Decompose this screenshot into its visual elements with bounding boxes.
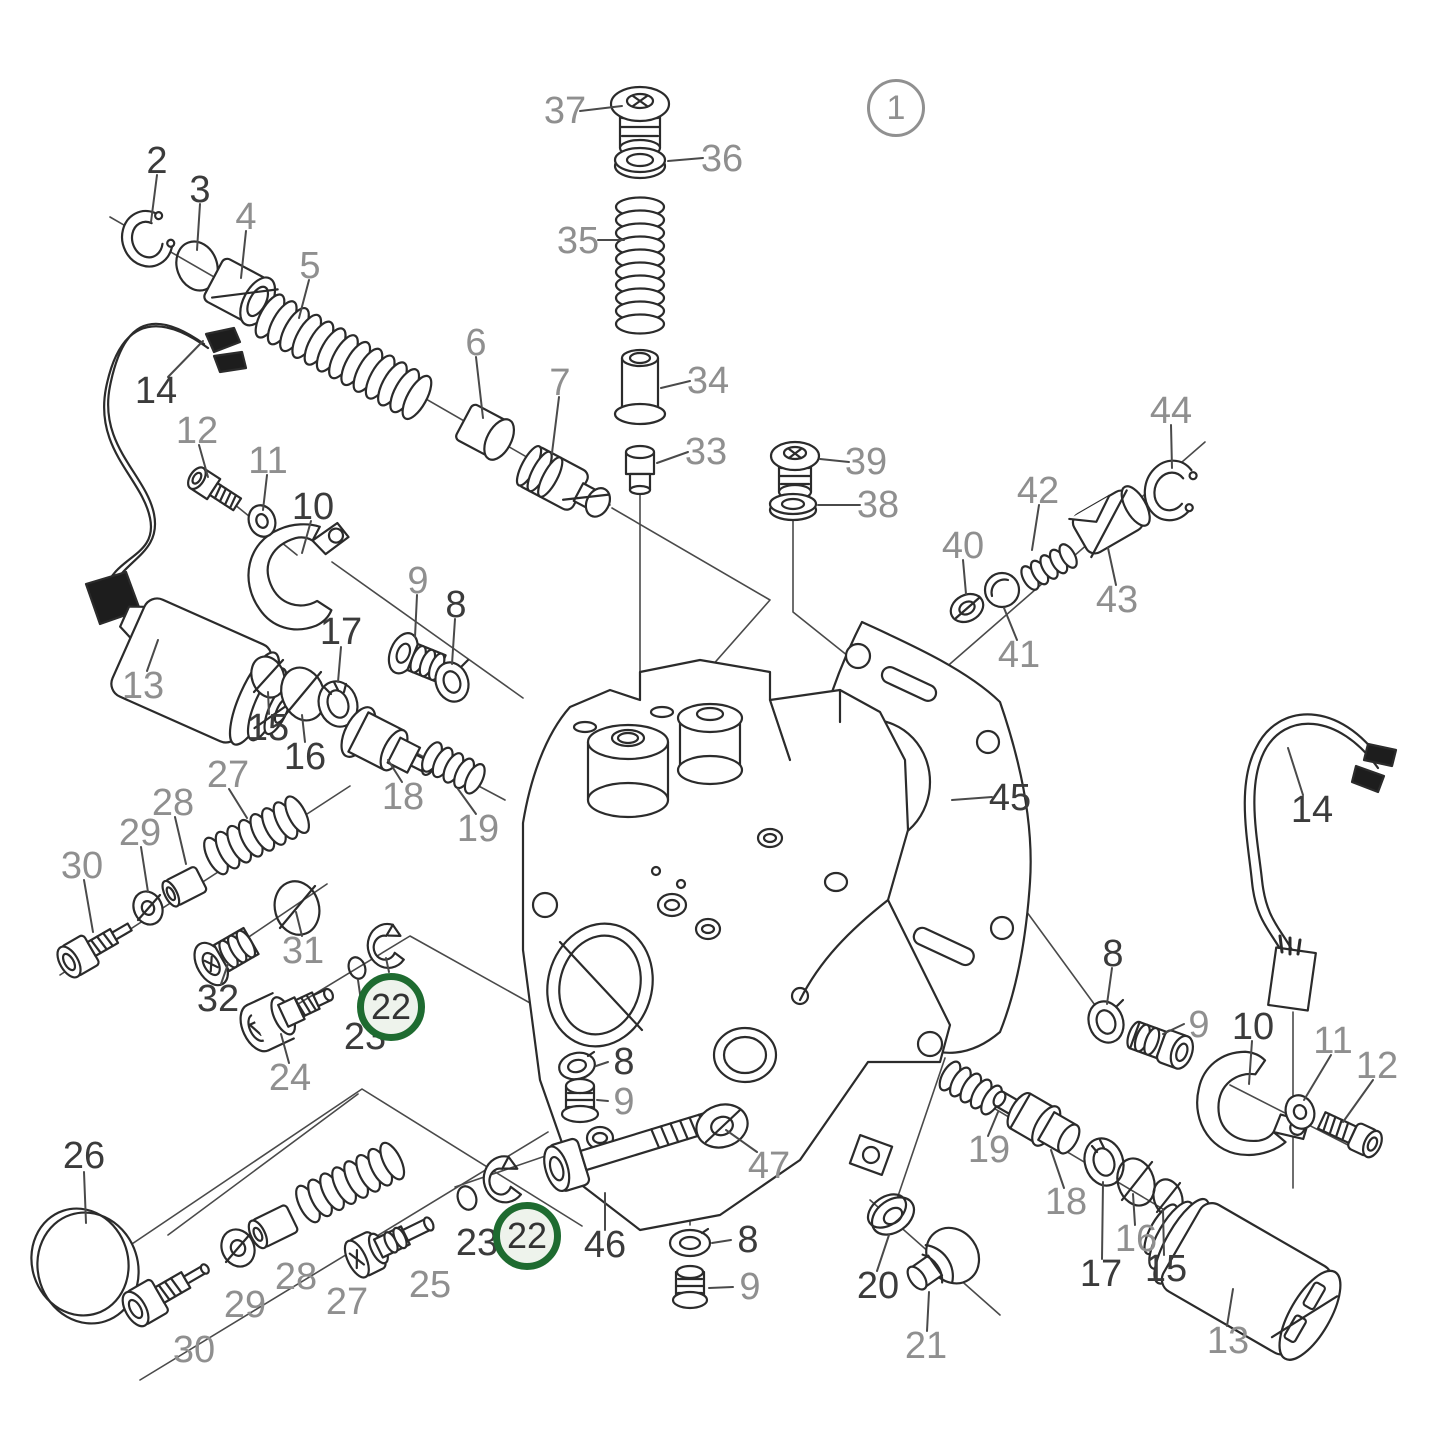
- spring-19-left-illustration: [416, 738, 490, 798]
- washer-8-right-illustration: [1087, 998, 1125, 1044]
- valve-piece-33-illustration: [624, 444, 656, 496]
- washer-29-upper-illustration: [132, 890, 164, 926]
- bolt-30-upper-illustration: [56, 922, 133, 979]
- bolt-12-left-illustration: [187, 466, 243, 512]
- piston-6-illustration: [455, 403, 516, 461]
- bolt-12-right-illustration: [1316, 1111, 1383, 1159]
- o-ring-15-left-illustration: [250, 655, 286, 699]
- cable-14-left-illustration: [84, 322, 248, 626]
- plug-screw-39-illustration: [769, 440, 821, 501]
- plug-26-illustration: [30, 1207, 140, 1325]
- washer-11-left-illustration: [247, 504, 277, 538]
- spring-35-illustration: [614, 196, 666, 335]
- plug-screw-37-illustration: [609, 85, 671, 158]
- spring-19-right-illustration: [934, 1057, 1008, 1119]
- bolt-24-illustration: [239, 987, 335, 1053]
- valve-body-illustration: [521, 658, 952, 1232]
- seal-ring-17-left-illustration: [317, 680, 359, 728]
- washer-8-center-illustration: [558, 1050, 596, 1081]
- washer-20-illustration: [866, 1193, 916, 1236]
- washer-36-illustration: [613, 146, 667, 180]
- sleeve-28-lower-illustration: [247, 1204, 299, 1250]
- ball-41-illustration: [983, 571, 1021, 609]
- spool-7-illustration: [515, 444, 612, 518]
- piston-4-illustration: [203, 257, 279, 327]
- shift-fork-10-left-illustration: [247, 521, 350, 631]
- spool-18-left-illustration: [340, 706, 435, 777]
- o-ring-3-illustration: [175, 240, 219, 292]
- snap-ring-44-illustration: [1143, 459, 1198, 522]
- washer-38-illustration: [768, 492, 818, 522]
- bolt-46-illustration: [543, 1108, 725, 1193]
- spring-27-upper-illustration: [198, 791, 315, 879]
- solenoid-13-right-illustration: [1143, 1197, 1342, 1361]
- washer-40-illustration: [949, 592, 985, 624]
- o-ring-23-lower-illustration: [456, 1185, 478, 1211]
- washer-11-right-illustration: [1284, 1094, 1316, 1130]
- bolt-30-lower-illustration: [121, 1263, 210, 1328]
- washer-8-lower-illustration: [668, 1227, 712, 1258]
- snap-ring-2-illustration: [120, 209, 176, 268]
- screw-32-illustration: [193, 926, 260, 987]
- sleeve-28-upper-illustration: [161, 866, 208, 908]
- screw-9-lower-illustration: [671, 1264, 709, 1310]
- screw-25-illustration: [343, 1216, 435, 1279]
- o-ring-16-left-illustration: [280, 666, 326, 722]
- clip-22-upper-illustration: [366, 922, 405, 969]
- o-ring-16-right-illustration: [1116, 1157, 1156, 1207]
- seal-ring-17-right-illustration: [1083, 1137, 1125, 1187]
- cable-14-right-illustration: [1243, 713, 1398, 1012]
- spool-18-right-illustration: [992, 1090, 1081, 1155]
- spring-27-lower-illustration: [290, 1138, 410, 1227]
- spring-42-illustration: [1016, 540, 1082, 594]
- spring-5-illustration: [248, 289, 438, 425]
- o-ring-31-illustration: [273, 880, 321, 936]
- washer-8-left-illustration: [434, 658, 470, 703]
- clip-22-lower-illustration: [482, 1155, 523, 1204]
- washer-29-lower-illustration: [220, 1228, 256, 1268]
- plug-21-illustration: [906, 1226, 981, 1291]
- screw-9-right-illustration: [1126, 1020, 1194, 1070]
- screw-9-center-illustration: [560, 1077, 600, 1124]
- sleeve-34-illustration: [613, 348, 667, 426]
- slotted-pin-43-illustration: [1068, 485, 1151, 559]
